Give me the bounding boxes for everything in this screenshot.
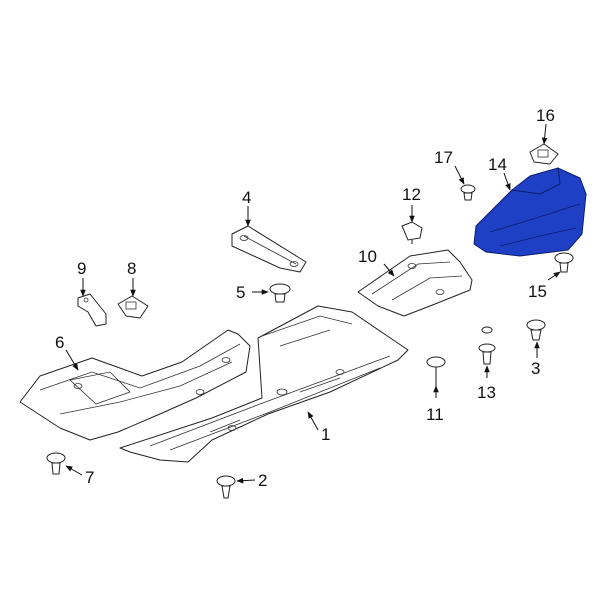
part-8-clip-nut	[117, 295, 149, 319]
callout-labels: 1 2 3 4 5 6 7 8 9 10 11 12 13 14 15 16 1…	[55, 106, 555, 490]
callout-6: 6	[55, 333, 64, 352]
callout-13: 13	[477, 383, 496, 402]
callout-1: 1	[321, 425, 330, 444]
callout-8: 8	[127, 259, 136, 278]
fastener-part-3	[526, 319, 546, 341]
part-6-left-underbody-shield	[19, 329, 251, 441]
callout-11: 11	[426, 405, 444, 424]
part-14-highlighted-cover	[473, 167, 587, 257]
callout-3: 3	[531, 359, 540, 378]
part-16-clip	[529, 143, 559, 165]
fastener-part-15	[554, 252, 574, 273]
fastener-part-12	[401, 221, 423, 244]
callout-15: 15	[528, 282, 547, 301]
callout-2: 2	[258, 471, 267, 490]
fastener-part-11	[426, 356, 446, 388]
leader-lines	[65, 123, 561, 484]
callout-16: 16	[536, 106, 555, 125]
fastener-part-17	[460, 184, 476, 201]
callout-12: 12	[402, 185, 421, 204]
part-10-rear-shield-panel	[357, 249, 473, 317]
callout-9: 9	[77, 259, 86, 278]
callout-14: 14	[488, 155, 507, 174]
callout-10: 10	[358, 247, 377, 266]
part-9-bracket	[77, 293, 107, 327]
fastener-part-2	[216, 475, 236, 499]
fastener-part-7	[46, 452, 66, 475]
fastener-part-5	[269, 283, 291, 303]
part-1-center-underbody-shield	[119, 305, 409, 463]
callout-5: 5	[236, 283, 245, 302]
part-4-bracket	[231, 225, 307, 273]
fastener-part-13	[478, 326, 496, 365]
callout-17: 17	[434, 148, 453, 167]
callout-7: 7	[85, 468, 94, 487]
callout-4: 4	[242, 188, 251, 207]
